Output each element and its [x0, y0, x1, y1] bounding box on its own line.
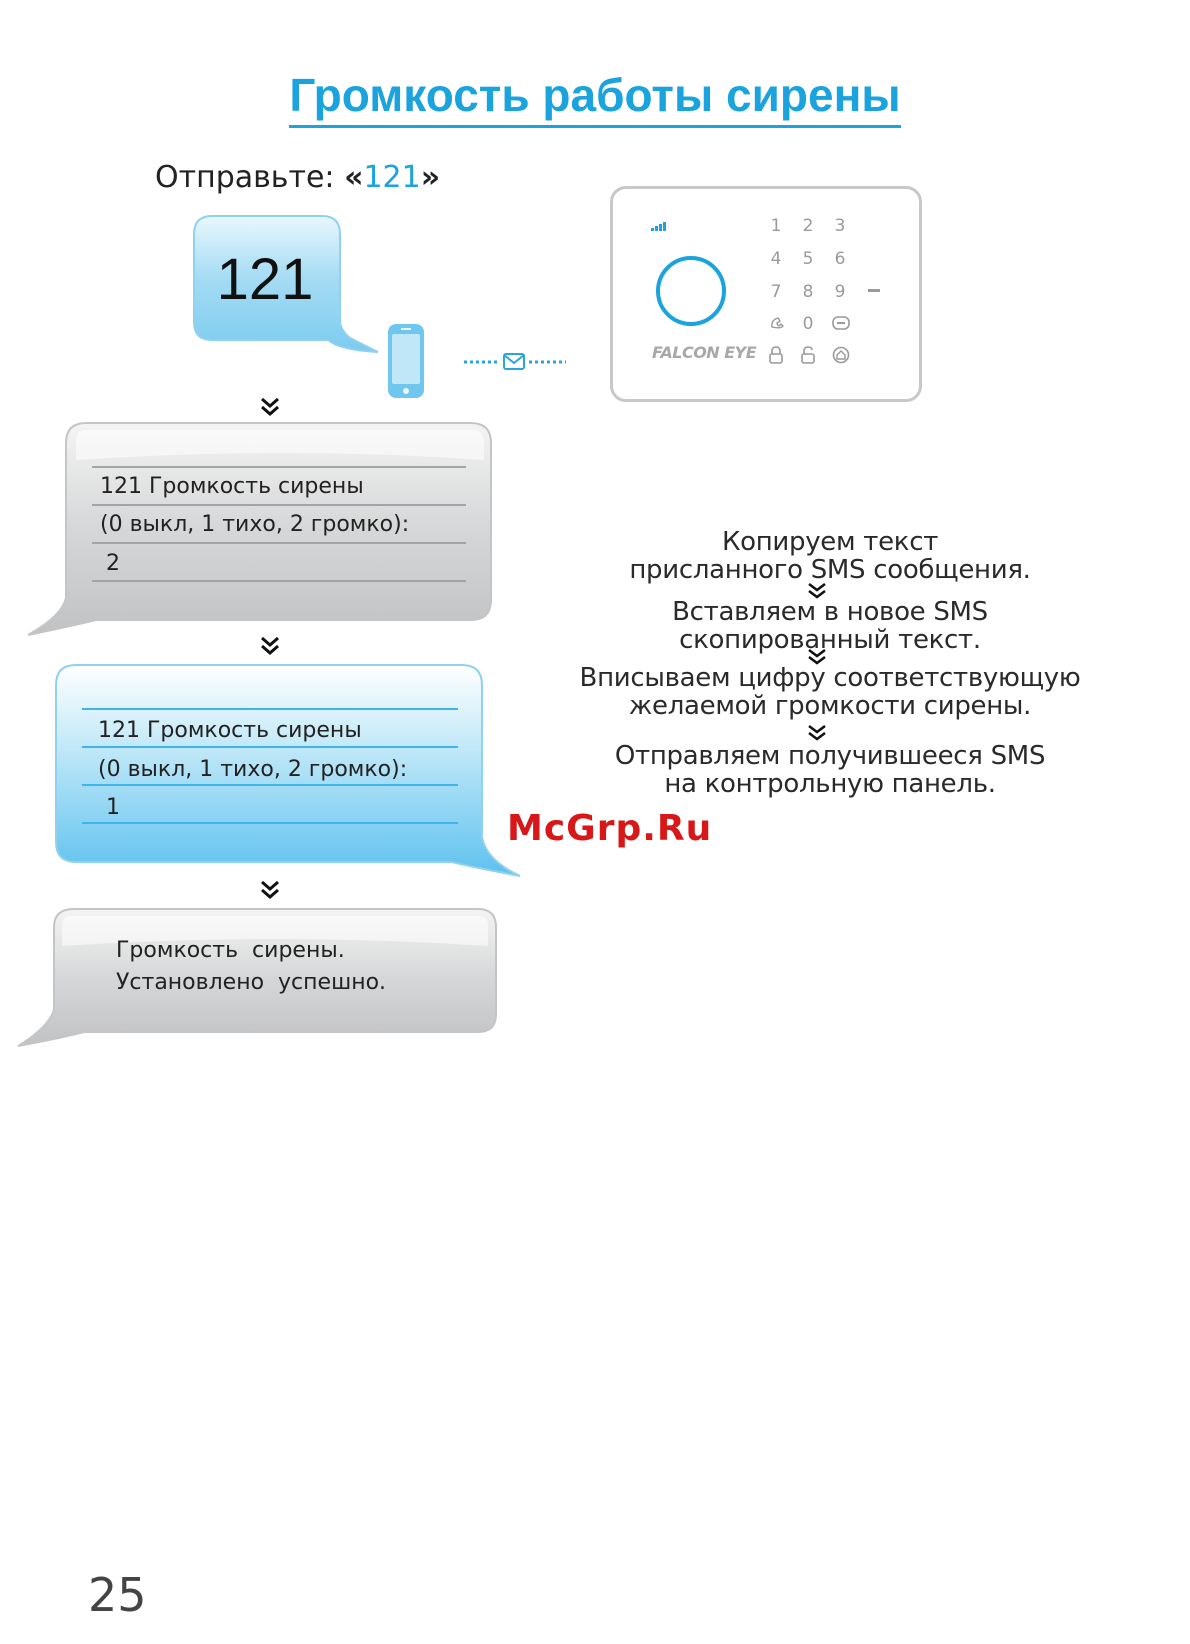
edit-line-2: (0 выкл, 1 тихо, 2 громко): — [98, 757, 408, 782]
key-7[interactable]: 7 — [770, 282, 782, 302]
chevron-down-icon — [261, 880, 279, 899]
reply-line-3: 2 — [106, 551, 120, 576]
instruction-4: Отправляем получившееся SMS на контрольн… — [565, 742, 1095, 798]
sos-icon[interactable] — [832, 316, 850, 330]
key-2[interactable]: 2 — [802, 216, 814, 236]
instruction-2-line-1: Вставляем в новое SMS — [672, 597, 988, 627]
instruction-2: Вставляем в новое SMS скопированный текс… — [565, 598, 1095, 654]
edit-line-1: 121 Громкость сирены — [98, 718, 362, 743]
chevron-down-icon — [261, 397, 279, 416]
key-3[interactable]: 3 — [834, 216, 846, 236]
dash-icon — [868, 289, 880, 292]
sms-bubble-text: 121 — [216, 247, 314, 312]
key-0[interactable]: 0 — [802, 314, 814, 334]
home-icon[interactable] — [832, 346, 850, 364]
confirm-line-1: Громкость сирены. — [116, 938, 345, 963]
unlock-icon[interactable] — [800, 346, 816, 364]
page-title: Громкость работы сирены — [0, 68, 1190, 128]
instruction-3-line-2: желаемой громкости сирены. — [628, 691, 1032, 721]
page-title-text: Громкость работы сирены — [289, 69, 901, 128]
envelope-icon — [503, 353, 525, 370]
key-5[interactable]: 5 — [802, 249, 814, 269]
confirm-line-2: Установлено успешно. — [116, 970, 387, 995]
edit-divider — [82, 708, 458, 710]
instruction-1-line-1: Копируем текст — [721, 527, 939, 557]
confirm-bubble — [17, 908, 497, 1047]
key-8[interactable]: 8 — [802, 282, 814, 302]
chevron-down-icon — [808, 725, 826, 741]
reply-line-1: 121 Громкость сирены — [100, 474, 364, 499]
lock-icon[interactable] — [768, 346, 784, 364]
instruction-4-line-1: Отправляем получившееся SMS — [614, 741, 1046, 771]
chevron-down-icon — [808, 649, 826, 665]
edit-divider — [82, 822, 458, 824]
edit-divider — [82, 784, 458, 786]
watermark: McGrp.Ru — [507, 808, 713, 849]
phone-key-icon[interactable] — [769, 316, 785, 330]
instruction-3-line-1: Вписываем цифру соответствующую — [579, 663, 1081, 693]
send-prefix: Отправьте: — [155, 160, 335, 195]
open-quote: « — [344, 160, 364, 195]
close-quote: » — [420, 160, 441, 195]
send-instruction: Отправьте: «121» — [155, 160, 440, 195]
reply-divider — [92, 466, 466, 468]
instruction-4-line-2: на контрольную панель. — [664, 769, 996, 799]
page-number: 25 — [88, 1568, 147, 1622]
edit-divider — [82, 746, 458, 748]
sms-transfer — [464, 353, 566, 370]
chevron-down-icon — [261, 636, 279, 655]
reply-divider — [92, 504, 466, 506]
sms-bubble — [193, 215, 379, 353]
instruction-2-line-2: скопированный текст. — [679, 625, 981, 655]
reply-bubble — [27, 422, 492, 636]
edit-line-3: 1 — [106, 795, 120, 820]
instruction-1-line-2: присланного SMS сообщения. — [629, 555, 1031, 585]
key-9[interactable]: 9 — [834, 282, 846, 302]
key-4[interactable]: 4 — [770, 249, 782, 269]
phone-icon — [388, 324, 424, 398]
chevron-down-icon — [808, 583, 826, 599]
reply-divider — [92, 542, 466, 544]
reply-divider — [92, 580, 466, 582]
reply-line-2: (0 выкл, 1 тихо, 2 громко): — [100, 512, 410, 537]
panel-brand: FALCON EYE — [652, 343, 757, 362]
instruction-1: Копируем текст присланного SMS сообщения… — [565, 528, 1095, 584]
ring-icon — [656, 256, 726, 326]
send-code: 121 — [363, 160, 421, 195]
key-6[interactable]: 6 — [834, 249, 846, 269]
instruction-3: Вписываем цифру соответствующую желаемой… — [565, 664, 1095, 720]
control-panel — [610, 186, 922, 402]
key-1[interactable]: 1 — [770, 216, 782, 236]
signal-icon — [651, 222, 666, 231]
